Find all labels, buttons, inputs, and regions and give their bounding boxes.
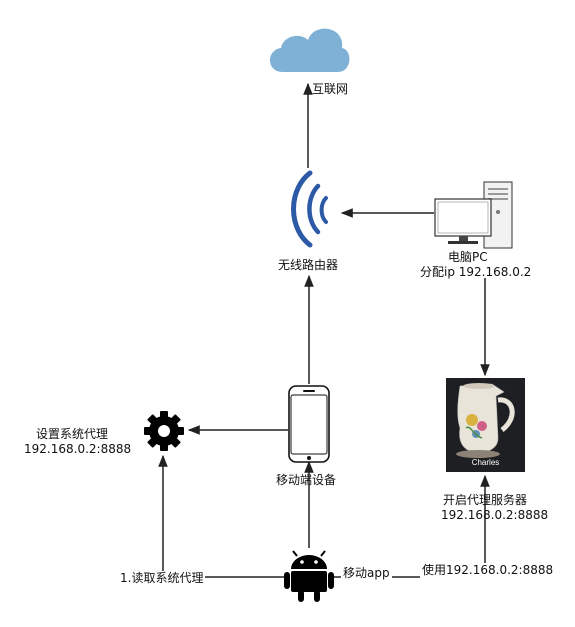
edge-android-to-settings — [158, 454, 284, 578]
router-label: 无线路由器 — [278, 258, 339, 272]
internet-label: 互联网 — [312, 82, 349, 96]
smartphone-icon — [288, 385, 330, 463]
desktop-computer-icon — [434, 181, 513, 249]
settings-label: 设置系统代理 — [36, 427, 109, 441]
phone-label: 移动端设备 — [276, 473, 337, 487]
gear-icon — [144, 411, 184, 451]
pc-label: 电脑PC — [448, 250, 488, 264]
charles-app-name: Charles — [471, 458, 500, 467]
charles-app-card: Charles — [446, 378, 525, 472]
charles-label: 开启代理服务器 — [443, 493, 528, 507]
edge-label-read-proxy: 1.读取系统代理 — [118, 571, 206, 586]
edge-label-use-proxy: 使用192.168.0.2:8888 — [420, 563, 556, 578]
edge-label-mobile-app: 移动app — [341, 566, 392, 581]
edge-android-to-charles — [333, 474, 490, 578]
charles-proxy-label: 192.168.0.2:8888 — [441, 508, 549, 522]
wifi-signal-icon — [291, 170, 328, 248]
android-icon — [284, 550, 334, 602]
cloud-icon — [269, 28, 350, 72]
settings-proxy-label: 192.168.0.2:8888 — [24, 442, 132, 456]
charles-jug-icon — [446, 378, 525, 472]
pc-ip-label: 分配ip 192.168.0.2 — [420, 265, 532, 279]
